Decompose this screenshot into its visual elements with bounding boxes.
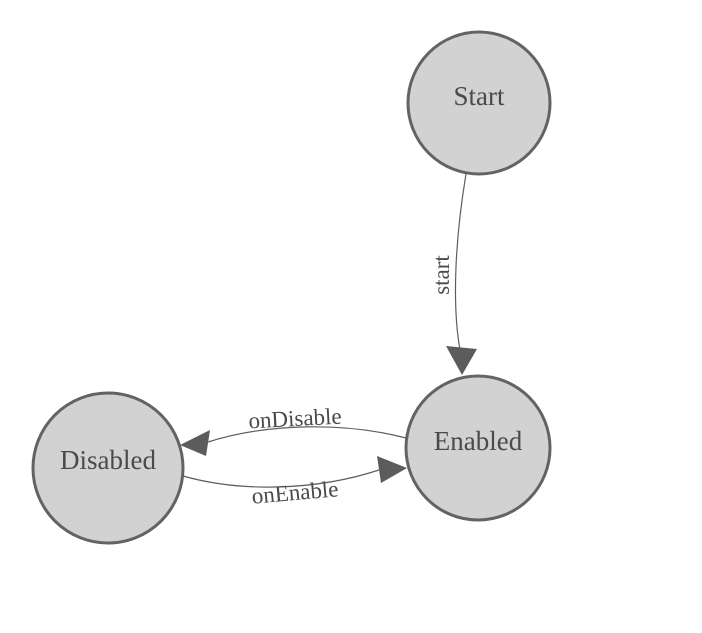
arrowhead-icon [180,430,210,456]
state-node-disabled[interactable]: Disabled [31,391,185,545]
state-circle[interactable] [406,30,552,176]
state-node-enabled[interactable]: Enabled [404,374,552,522]
transition-start-to-enabled[interactable]: start [429,173,477,375]
transition-disabled-to-enabled[interactable]: onEnable [182,456,407,509]
arrowhead-icon [446,346,477,375]
transition-label-onenable: onEnable [251,476,340,508]
transition-label-ondisable: onDisable [248,404,342,434]
state-circle[interactable] [404,374,552,522]
transition-path[interactable] [207,426,407,443]
transition-label-start: start [429,255,454,295]
state-label-start: Start [454,81,505,111]
state-node-start[interactable]: Start [406,30,552,176]
state-circle[interactable] [31,391,185,545]
transition-enabled-to-disabled[interactable]: onDisable [180,404,407,456]
state-label-enabled: Enabled [434,426,523,456]
state-label-disabled: Disabled [60,445,156,475]
transition-path[interactable] [454,173,467,351]
arrowhead-icon [377,456,407,483]
transition-path[interactable] [182,469,380,488]
